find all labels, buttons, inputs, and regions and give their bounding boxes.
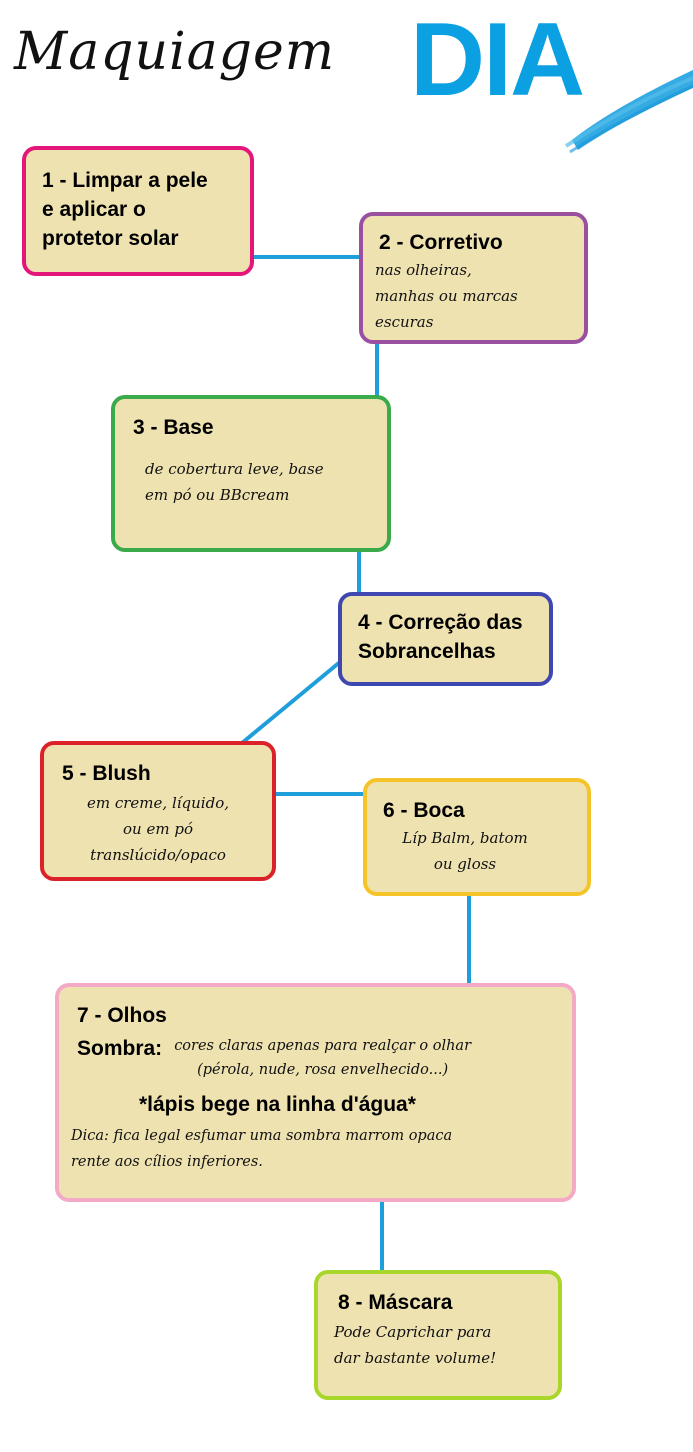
step-2-title: 2 - Corretivo: [379, 231, 503, 254]
step-1-title: 1 - Limpar a pele e aplicar o protetor s…: [42, 169, 208, 250]
step-8-desc: Pode Caprichar para dar bastante volume!: [334, 1323, 497, 1367]
step-7-box: 7 - Olhos Sombra: cores claras apenas pa…: [55, 983, 576, 1202]
step-3-title: 3 - Base: [133, 416, 214, 439]
step-7-sombra-desc: cores claras apenas para realçar o olhar…: [174, 1038, 472, 1078]
step-7-sombra-label: Sombra:: [77, 1037, 163, 1060]
step-6-title: 6 - Boca: [383, 799, 465, 822]
title-dia: DIA: [410, 2, 585, 118]
step-3-desc: de cobertura leve, base em pó ou BBcream: [145, 460, 324, 504]
step-6-box: 6 - Boca Líp Balm, batom ou gloss: [363, 778, 591, 896]
step-4-box: 4 - Correção das Sobrancelhas: [338, 592, 553, 686]
brush-stroke-decoration: [564, 70, 693, 154]
step-2-box: 2 - Corretivo nas olheiras, manhas ou ma…: [359, 212, 588, 344]
step-6-desc: Líp Balm, batom ou gloss: [402, 829, 528, 873]
step-7-tip: Dica: fica legal esfumar uma sombra marr…: [71, 1128, 453, 1170]
step-8-box: 8 - Máscara Pode Caprichar para dar bast…: [314, 1270, 562, 1400]
step-3-box: 3 - Base de cobertura leve, base em pó o…: [111, 395, 391, 552]
step-4-title: 4 - Correção das Sobrancelhas: [358, 611, 523, 663]
step-5-title: 5 - Blush: [62, 762, 151, 785]
title-maquiagem: Maquiagem: [14, 22, 336, 82]
step-7-highlight: *lápis bege na linha d'água*: [139, 1093, 416, 1116]
connector-4-5: [240, 660, 342, 745]
step-1-box: 1 - Limpar a pele e aplicar o protetor s…: [22, 146, 254, 276]
step-5-desc: em creme, líquido, ou em pó translúcido/…: [86, 794, 229, 864]
step-7-title: 7 - Olhos: [77, 1004, 167, 1027]
step-2-desc: nas olheiras, manhas ou marcas escuras: [375, 261, 518, 331]
step-5-box: 5 - Blush em creme, líquido, ou em pó tr…: [40, 741, 276, 881]
step-8-title: 8 - Máscara: [338, 1291, 453, 1314]
